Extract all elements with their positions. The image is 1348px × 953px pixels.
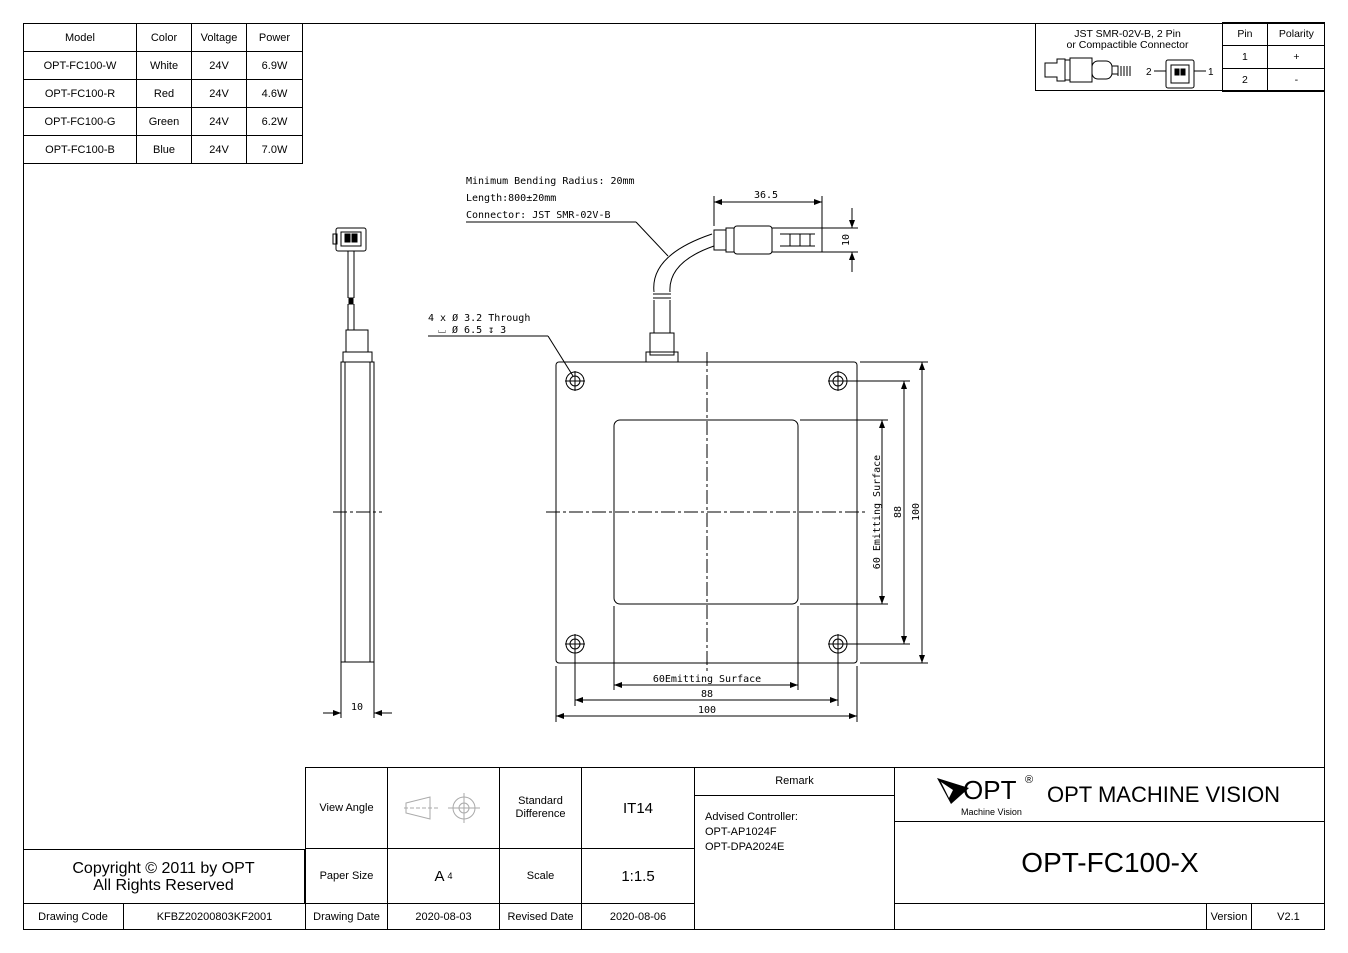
side-thickness-dim: 10 [351, 702, 363, 713]
opt-logo-registered: ® [1025, 773, 1034, 786]
pin-cell: 2 [1222, 68, 1268, 92]
remark-text: Advised Controller: OPT-AP1024F OPT-DPA2… [705, 811, 798, 853]
revised-date-label: Revised Date [499, 903, 582, 930]
paper-size-number: 4 [447, 870, 453, 881]
opt-logo: OPT ® Machine Vision [935, 770, 1045, 820]
pin-row: 2 - [1222, 68, 1325, 92]
drawing-date-value: 2020-08-03 [387, 903, 500, 930]
spec-cell: 24V [191, 135, 247, 164]
connector-note: Connector: JST SMR-02V-B [466, 210, 611, 221]
spec-row: OPT-FC100-G Green 24V 6.2W [23, 107, 303, 136]
version-spacer [894, 903, 1207, 930]
drawing-frame [23, 23, 1325, 930]
mounting-hole [565, 634, 585, 654]
spec-row: OPT-FC100-B Blue 24V 7.0W [23, 135, 303, 164]
pin-label-2: 2 [1146, 67, 1152, 78]
emitting-surface-v-dim: 60 Emitting Surface [872, 455, 883, 569]
front-view [428, 196, 928, 722]
polarity-cell: + [1266, 45, 1325, 69]
connector-sketch: 2 1 [1044, 57, 1214, 89]
remark-box: Remark Advised Controller: OPT-AP1024F O… [694, 767, 895, 930]
paper-size-value: A 4 [387, 848, 500, 904]
spec-header-row: Model Color Voltage Power [23, 23, 303, 52]
opt-logo-subtitle: Machine Vision [961, 806, 1022, 817]
bend-radius-note: Minimum Bending Radius: 20mm [466, 176, 635, 187]
spec-cell: 7.0W [246, 135, 303, 164]
view-angle-label: View Angle [305, 767, 388, 849]
company-header: OPT ® Machine Vision OPT MACHINE VISION [894, 767, 1325, 822]
version-value: V2.1 [1251, 903, 1325, 930]
paper-size-letter: A [434, 867, 445, 885]
spec-row: OPT-FC100-R Red 24V 4.6W [23, 79, 303, 108]
pin-cell: 1 [1222, 45, 1268, 69]
polarity-cell: - [1266, 68, 1325, 92]
side-view [323, 227, 392, 718]
spec-cell: 24V [191, 79, 247, 108]
scale-label: Scale [499, 848, 582, 904]
connector-info-box: JST SMR-02V-B, 2 Pin or Compactible Conn… [1035, 22, 1325, 92]
pin-table: Pin Polarity 1 + 2 - [1222, 22, 1325, 92]
connector-title: JST SMR-02V-B, 2 Pin or Compactible Conn… [1036, 29, 1219, 51]
pin-label-1: 1 [1208, 67, 1214, 78]
polarity-header: Polarity [1266, 22, 1325, 46]
outer-h-dim: 100 [698, 705, 716, 716]
pin-header-row: Pin Polarity [1222, 22, 1325, 46]
connector-title-line1: JST SMR-02V-B, 2 Pin [1074, 28, 1181, 40]
part-number: OPT-FC100-X [894, 821, 1325, 903]
connector-title-line2: or Compactible Connector [1066, 39, 1189, 51]
copyright: Copyright © 2011 by OPT All Rights Reser… [23, 849, 305, 903]
outer-v-dim: 100 [911, 503, 922, 521]
spec-cell: 6.9W [246, 51, 303, 80]
revised-date-value: 2020-08-06 [581, 903, 695, 930]
inner-v-dim: 88 [893, 506, 904, 518]
spec-cell: OPT-FC100-R [23, 79, 137, 108]
scale-value: 1:1.5 [581, 848, 695, 904]
mounting-hole [565, 371, 585, 391]
opt-logo-icon [937, 777, 969, 804]
connector-length-dim: 36.5 [754, 190, 778, 201]
version-label: Version [1206, 903, 1252, 930]
spec-table: Model Color Voltage Power OPT-FC100-W Wh… [23, 23, 303, 164]
spec-cell: Blue [136, 135, 192, 164]
hole-spec-note: 4 x Ø 3.2 Through [428, 312, 530, 324]
length-note: Length:800±20mm [466, 193, 556, 204]
mounting-hole [828, 371, 848, 391]
pin-row: 1 + [1222, 45, 1325, 69]
opt-logo-text: OPT [963, 774, 1017, 805]
spec-cell: OPT-FC100-B [23, 135, 137, 164]
standard-difference-value: IT14 [581, 767, 695, 849]
view-angle-symbol [387, 767, 500, 849]
drawing-date-label: Drawing Date [305, 903, 388, 930]
title-block: Copyright © 2011 by OPT All Rights Reser… [23, 767, 1325, 930]
projection-symbol-icon [403, 793, 480, 823]
drawing-code-value: KFBZ20200803KF2001 [123, 903, 306, 930]
inner-h-dim: 88 [701, 689, 713, 700]
spec-cell: White [136, 51, 192, 80]
spec-cell: Green [136, 107, 192, 136]
company-name: OPT MACHINE VISION [1047, 782, 1281, 807]
spec-row: OPT-FC100-W White 24V 6.9W [23, 51, 303, 80]
drawing-code-label: Drawing Code [23, 903, 124, 930]
connector-height-dim: 10 [841, 234, 852, 246]
remark-label: Remark [695, 768, 894, 796]
emitting-surface-h-dim: 60Emitting Surface [653, 674, 761, 685]
spec-header-color: Color [136, 23, 192, 52]
spec-cell: OPT-FC100-G [23, 107, 137, 136]
paper-size-label: Paper Size [305, 848, 388, 904]
spec-cell: 24V [191, 107, 247, 136]
standard-difference-label: Standard Difference [499, 767, 582, 849]
mounting-hole [828, 634, 848, 654]
counterbore-note: ⌴ Ø 6.5 ↧ 3 [438, 324, 506, 336]
